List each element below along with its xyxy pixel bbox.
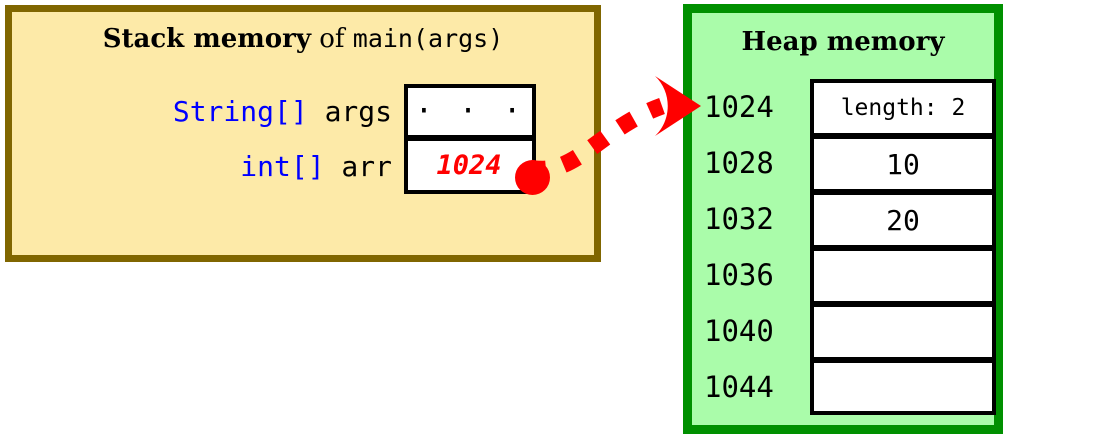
heap-address-label: 1032 — [704, 202, 774, 236]
stack-title-connector: of — [310, 24, 353, 54]
heap-address-label: 1028 — [704, 146, 774, 180]
heap-cell-value — [810, 303, 996, 359]
stack-title-method: main(args) — [352, 24, 504, 53]
heap-row-1024: 1024 length: 2 — [700, 79, 996, 135]
pointer-origin-dot-icon — [515, 160, 550, 195]
heap-cell-value — [810, 247, 996, 303]
stack-variable-row-args: String[] args · · · — [64, 84, 574, 139]
type-label-arr: int[] — [240, 149, 325, 183]
heap-address-label: 1036 — [704, 258, 774, 292]
stack-cell-args: · · · — [404, 84, 536, 139]
ellipsis-icon: · · · — [414, 93, 526, 129]
type-label-args: String[] — [172, 94, 308, 128]
stack-memory-panel: Stack memory of main(args) String[] args… — [5, 5, 601, 262]
pointer-address-value: 1024 — [436, 150, 502, 181]
stack-cell-arr: 1024 — [404, 139, 536, 194]
variable-name-args: args — [324, 94, 392, 128]
heap-memory-table: 1024 length: 2 1028 10 1032 20 1036 1040… — [700, 79, 996, 415]
heap-row-1032: 1032 20 — [700, 191, 996, 247]
heap-address-label: 1044 — [704, 370, 774, 404]
stack-variable-row-arr: int[] arr 1024 — [64, 139, 574, 194]
heap-row-1040: 1040 — [700, 303, 996, 359]
variable-name-arr: arr — [341, 149, 392, 183]
heap-row-1044: 1044 — [700, 359, 996, 415]
heap-address-label: 1040 — [704, 314, 774, 348]
heap-cell-value: 10 — [810, 135, 996, 191]
stack-variable-declaration-args: String[] args — [64, 94, 404, 128]
heap-cell-value — [810, 359, 996, 415]
heap-cell-value: length: 2 — [810, 79, 996, 135]
heap-address-label: 1024 — [704, 90, 774, 124]
heap-memory-panel: Heap memory 1024 length: 2 1028 10 1032 … — [683, 4, 1003, 434]
heap-row-1036: 1036 — [700, 247, 996, 303]
heap-row-1028: 1028 10 — [700, 135, 996, 191]
heap-memory-title: Heap memory — [741, 27, 945, 57]
stack-variable-declaration-arr: int[] arr — [64, 149, 404, 183]
stack-variable-list: String[] args · · · int[] arr 1024 — [64, 84, 574, 194]
stack-memory-title: Stack memory of main(args) — [12, 24, 594, 54]
stack-title-strong: Stack memory — [102, 24, 311, 54]
heap-cell-value: 20 — [810, 191, 996, 247]
